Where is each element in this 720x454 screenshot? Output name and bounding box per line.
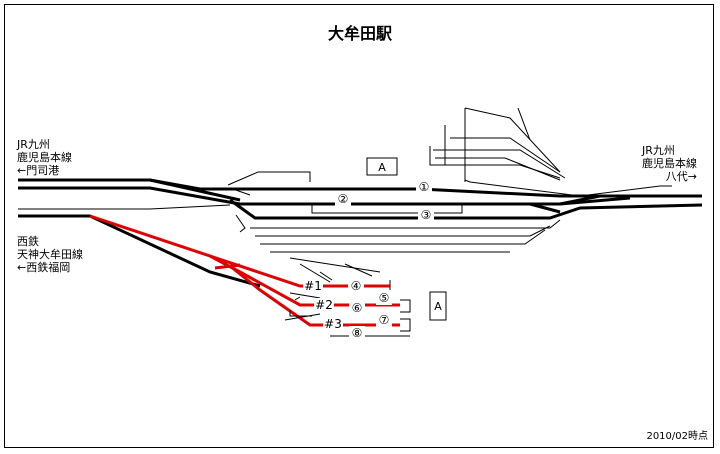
nishitetsu-main-black <box>18 214 261 288</box>
jr-crossover <box>149 178 241 202</box>
building-a-south-label: A <box>434 300 442 313</box>
label-bg <box>418 208 434 222</box>
label-bg <box>348 279 364 293</box>
west-jr-company: JR九州 <box>17 138 50 151</box>
nishitetsu-track-number-6: ⑥ <box>352 301 363 315</box>
jr-track-number-1: ① <box>419 180 430 194</box>
jr-main-tracks <box>18 178 703 220</box>
date-note: 2010/02時点 <box>646 431 708 442</box>
label-bg <box>376 291 392 305</box>
nishitetsu-platform-1: #1 <box>304 279 322 293</box>
label-bg <box>314 298 334 312</box>
nishitetsu-company: 西鉄 <box>17 235 39 248</box>
diagram-frame <box>4 4 714 448</box>
siding <box>469 181 672 197</box>
nishitetsu-track-4 <box>89 214 390 288</box>
west-jr-line-label: JR九州 鹿児島本線 ←門司港 <box>17 138 72 177</box>
east-jr-company: JR九州 <box>642 144 675 157</box>
nishitetsu-line-label: 西鉄 天神大牟田線 ←西鉄福岡 <box>17 235 83 274</box>
siding <box>227 171 311 186</box>
siding <box>464 179 471 183</box>
jr-track-3 <box>229 198 703 220</box>
siding <box>433 149 566 179</box>
jr-crossover <box>559 196 631 206</box>
siding <box>435 157 561 181</box>
west-jr-direction: ←門司港 <box>17 164 60 177</box>
jr-sidings <box>18 107 672 283</box>
east-jr-direction: 八代→ <box>665 170 697 183</box>
nishitetsu-track-number-7: ⑦ <box>379 313 390 327</box>
siding <box>299 263 331 283</box>
label-bg <box>335 192 351 206</box>
label-bg <box>349 301 365 315</box>
nishitetsu-platform-2: #2 <box>315 298 333 312</box>
page-title: 大牟田駅 <box>327 24 392 43</box>
siding <box>517 107 531 141</box>
nishitetsu-platform-3: #3 <box>324 317 342 331</box>
jr-track-number-3: ③ <box>421 208 432 222</box>
label-bg <box>323 317 343 331</box>
building-a-north <box>366 157 398 176</box>
east-jr-line-name: 鹿児島本線 <box>642 157 697 170</box>
nishitetsu-line-name: 天神大牟田線 <box>17 248 83 261</box>
siding <box>344 263 373 277</box>
siding <box>464 107 561 173</box>
track-end <box>400 318 411 332</box>
siding <box>289 310 312 317</box>
jr-track-number-2: ② <box>338 192 349 206</box>
jr-main-line <box>18 186 702 206</box>
siding <box>289 257 381 273</box>
siding <box>294 296 301 301</box>
platform-2-outline <box>311 203 463 214</box>
west-jr-line-name: 鹿児島本線 <box>17 151 72 164</box>
nishitetsu-track-8 <box>229 264 400 327</box>
track-end <box>400 299 411 313</box>
label-bg <box>376 313 392 327</box>
label-bg <box>416 180 432 194</box>
label-bg <box>303 279 323 293</box>
nishitetsu-crossover <box>214 263 241 270</box>
siding <box>18 204 231 210</box>
nishitetsu-track-number-5: ⑤ <box>379 291 390 305</box>
siding <box>450 137 561 173</box>
label-bg <box>349 326 365 340</box>
siding <box>235 214 246 233</box>
building-a-south <box>429 291 447 321</box>
jr-track-1 <box>18 178 702 198</box>
east-jr-line-label: JR九州 鹿児島本線 八代→ <box>642 144 697 183</box>
nishitetsu-stubs <box>284 280 411 337</box>
nishitetsu-black-track <box>18 214 261 288</box>
nishitetsu-direction: ←西鉄福岡 <box>17 261 71 274</box>
siding <box>284 313 321 321</box>
jr-crossover <box>529 202 561 214</box>
nishitetsu-track-number-4: ④ <box>351 279 362 293</box>
nishitetsu-track-number-8: ⑧ <box>352 326 363 340</box>
siding <box>289 292 321 299</box>
siding <box>260 229 546 245</box>
building-a-north-label: A <box>378 161 386 174</box>
siding <box>255 225 551 237</box>
siding <box>319 271 333 281</box>
siding <box>250 219 561 229</box>
